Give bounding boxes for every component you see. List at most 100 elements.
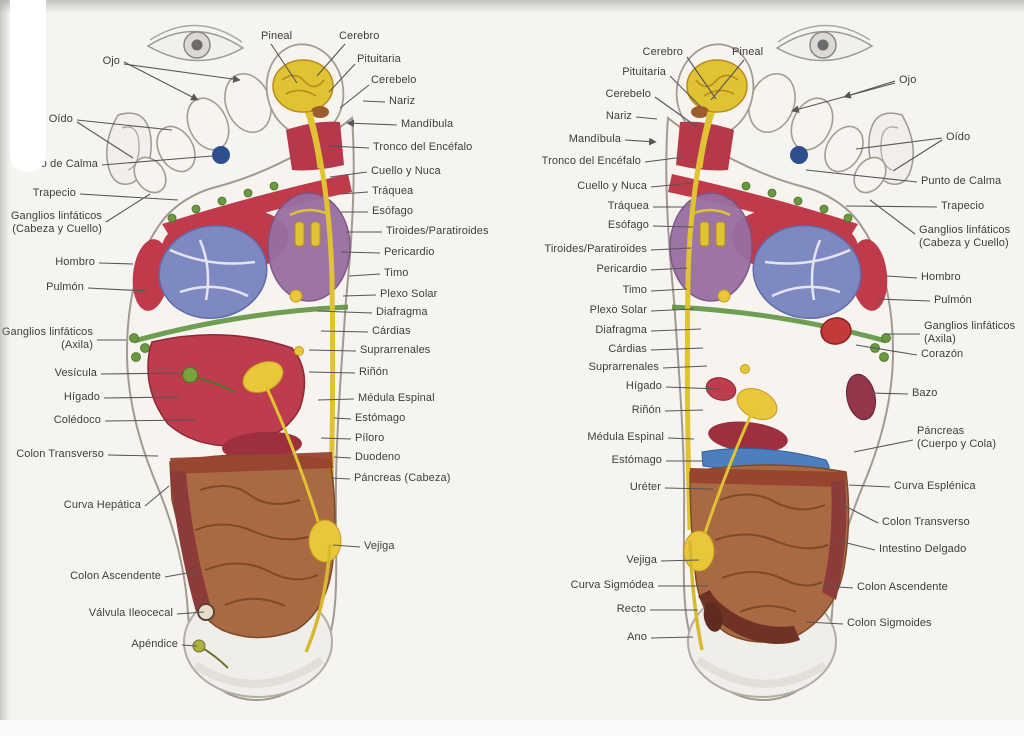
descending-colon-band	[822, 480, 847, 600]
spleen-region	[845, 373, 877, 421]
organ-label-right-foot: Punto de Calma	[921, 175, 1002, 187]
leader-line	[654, 96, 698, 128]
leader-line	[669, 75, 702, 108]
leader-line	[320, 330, 369, 333]
organ-label-right-foot: Mandíbula	[568, 133, 621, 145]
organ-label-left-foot: Curva Hepática	[63, 499, 141, 511]
leader-line	[853, 439, 914, 453]
organ-label-left-foot: Colon Ascendente	[70, 570, 161, 582]
organ-label-right-foot: Suprarrenales	[588, 361, 659, 373]
organ-label-right-foot: Cerebro	[642, 46, 683, 58]
leader-line	[650, 328, 702, 332]
ureter-line	[700, 411, 754, 543]
organ-label-left-foot: Estómago	[355, 412, 406, 424]
transverse-colon-band	[170, 452, 333, 474]
organ-label-left-foot: Válvula Ileocecal	[88, 607, 173, 619]
leader-line	[650, 636, 694, 639]
leader-line	[660, 559, 700, 562]
leader-line	[822, 585, 854, 589]
leader-line	[710, 59, 745, 101]
organ-label-right-foot: Oído	[946, 131, 971, 143]
spine-tail-line	[304, 544, 332, 653]
organ-label-right-foot: Ganglios linfáticos (Cabeza y Cuello)	[919, 224, 1011, 249]
sigmoid-colon-band	[698, 590, 800, 644]
organ-label-right-foot: Pulmón	[934, 294, 972, 306]
organ-label-right-foot: Tiroides/Paratiroides	[544, 243, 647, 255]
leader-line	[644, 156, 685, 163]
leader-line	[662, 365, 708, 369]
organ-label-left-foot: Píloro	[355, 432, 385, 444]
leader-line	[123, 63, 241, 83]
organ-label-left-foot: Cerebro	[339, 30, 380, 42]
organ-label-left-foot: Pineal	[261, 30, 293, 42]
organ-label-left-foot: Médula Espinal	[358, 392, 435, 404]
leader-line	[362, 100, 386, 103]
adrenal-dot	[294, 346, 304, 356]
organ-label-right-foot: Diafragma	[595, 324, 647, 336]
organ-label-right-foot: Pituitaria	[622, 66, 666, 78]
organ-label-right-foot: Cuello y Nuca	[577, 180, 647, 192]
organ-label-right-foot: Ano	[627, 631, 647, 643]
leader-line	[329, 171, 368, 178]
leader-line	[340, 251, 381, 254]
leader-line	[848, 484, 891, 488]
leader-line	[650, 267, 688, 271]
organ-label-right-foot: Colon Sigmoides	[847, 617, 932, 629]
leader-line	[316, 43, 346, 77]
leader-line	[164, 570, 199, 578]
organ-label-right-foot: Curva Sigmódea	[570, 579, 654, 591]
leader-line	[346, 119, 398, 128]
leader-line	[855, 137, 943, 150]
leader-line	[98, 262, 134, 265]
leader-line	[328, 145, 370, 149]
organ-label-left-foot: Ojo	[102, 55, 120, 67]
organ-label-right-foot: Hígado	[625, 380, 662, 392]
leader-line	[340, 191, 369, 195]
leader-line	[270, 43, 298, 84]
leader-line	[686, 56, 717, 100]
leader-line	[650, 308, 694, 312]
leader-line	[842, 504, 879, 524]
organ-label-right-foot: Riñón	[631, 404, 661, 416]
leader-line	[87, 287, 148, 292]
leader-line	[855, 344, 918, 356]
organ-label-right-foot: Curva Esplénica	[894, 480, 976, 492]
heart-region	[820, 317, 852, 345]
organ-label-left-foot: Nariz	[389, 95, 416, 107]
organ-label-right-foot: Trapecio	[941, 200, 985, 212]
leader-line	[838, 540, 876, 551]
leader-line	[308, 349, 357, 352]
leader-line	[892, 139, 943, 172]
leader-line	[624, 137, 657, 146]
organ-label-left-foot: Ganglios linfáticos (Axila)	[1, 326, 93, 351]
leader-line	[317, 398, 355, 401]
ureter-line	[264, 385, 324, 535]
organ-label-left-foot: Plexo Solar	[380, 288, 438, 300]
leader-line	[333, 456, 352, 459]
organ-label-left-foot: Apéndice	[131, 638, 178, 650]
top-edge-fade	[0, 0, 1024, 13]
organ-label-right-foot: Corazón	[921, 348, 964, 360]
leader-line	[107, 454, 159, 457]
organ-label-left-foot: Colédoco	[53, 414, 101, 426]
organ-label-left-foot: Pulmón	[46, 281, 84, 293]
organ-label-left-foot: Timo	[384, 267, 409, 279]
organ-label-left-foot: Riñón	[359, 366, 389, 378]
organ-label-left-foot: Pericardio	[384, 246, 435, 258]
organ-label-right-foot: Ganglios linfáticos (Axila)	[924, 320, 1016, 345]
organ-label-right-foot: Intestino Delgado	[879, 543, 967, 555]
organ-label-right-foot: Tráquea	[607, 200, 649, 212]
leader-line	[791, 82, 896, 113]
organ-label-right-foot: Bazo	[912, 387, 938, 399]
organ-label-right-foot: Páncreas (Cuerpo y Cola)	[917, 425, 997, 450]
left-edge-fade	[0, 0, 10, 736]
transverse-colon-band	[690, 468, 846, 487]
white-overlay-strip	[10, 0, 46, 172]
organ-label-right-foot: Pericardio	[596, 263, 647, 275]
leader-line	[330, 477, 351, 480]
organ-label-left-foot: Tronco del Encéfalo	[373, 141, 473, 153]
leader-line	[664, 487, 714, 490]
organ-label-left-foot: Hígado	[63, 391, 100, 403]
leader-line	[176, 611, 205, 615]
